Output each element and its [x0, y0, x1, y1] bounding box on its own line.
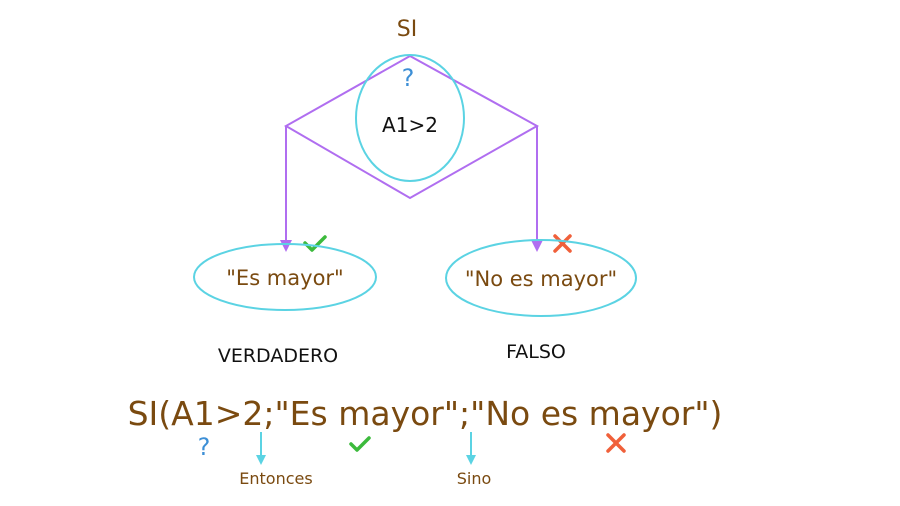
cross-icon: [553, 234, 572, 253]
cross-icon: [606, 433, 626, 453]
condition-question-mark: ?: [402, 64, 415, 92]
check-icon: [349, 436, 371, 452]
condition-text: A1>2: [382, 113, 438, 137]
true-outcome-ellipse: [193, 243, 377, 311]
true-label: VERDADERO: [218, 345, 338, 367]
condition-ellipse: [355, 54, 465, 182]
check-icon: [303, 235, 327, 252]
false-outcome-ellipse: [445, 239, 637, 317]
diagram-title: SI: [397, 17, 417, 42]
formula-text: SI(A1>2;"Es mayor";"No es mayor"): [128, 394, 723, 433]
decision-diamond: [283, 54, 540, 200]
false-label: FALSO: [506, 341, 566, 363]
then-label: Entonces: [239, 469, 312, 488]
false-outcome-text: "No es mayor": [465, 267, 617, 291]
true-outcome-text: "Es mayor": [226, 266, 343, 290]
formula-question-mark: ?: [198, 433, 211, 461]
else-label: Sino: [457, 469, 492, 488]
